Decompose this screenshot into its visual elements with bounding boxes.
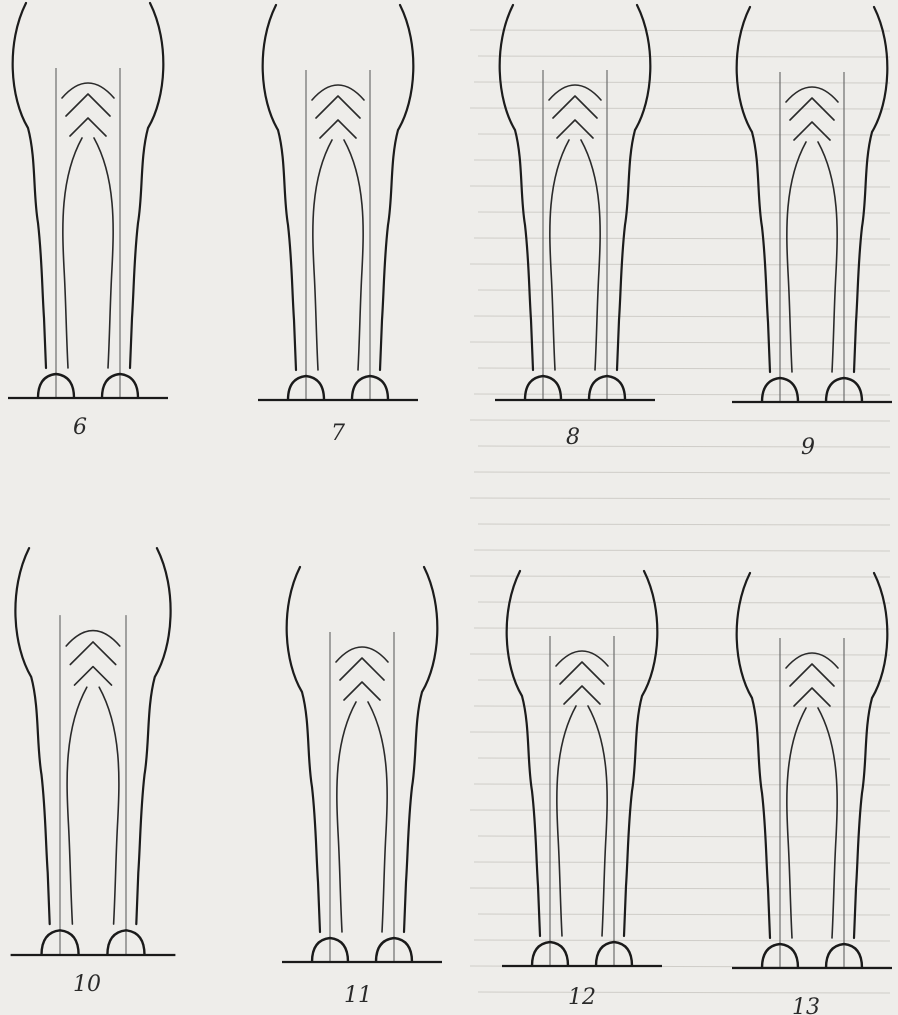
figure-number: 9 [801, 435, 815, 460]
figure-number: 12 [568, 985, 596, 1010]
figure-number: 8 [566, 425, 580, 450]
figure-number: 6 [73, 415, 87, 440]
figure-number: 13 [792, 995, 820, 1015]
figure-number: 11 [344, 983, 372, 1008]
figure-number: 7 [331, 421, 345, 446]
figure-number: 10 [73, 972, 101, 997]
